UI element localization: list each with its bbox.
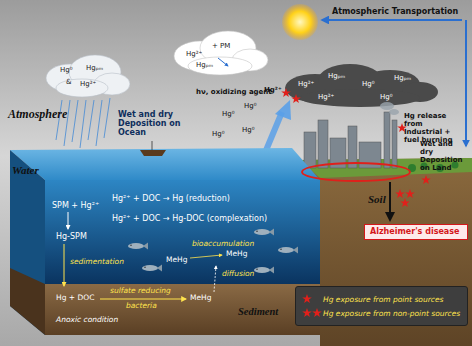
- outcome-box: Alzheimer's disease: [364, 224, 468, 240]
- process-label: Hg release from Industrial + fuel burnin…: [404, 112, 460, 144]
- reaction-label: Hg-SPM: [56, 232, 87, 241]
- process-label: Wet and dry Deposition on Ocean: [118, 110, 198, 138]
- species-label: Hg⁰: [244, 102, 257, 110]
- legend-text: Hg exposure from non-point sources: [323, 309, 460, 318]
- species-label: MeHg: [226, 250, 248, 259]
- reaction-label: Hg²⁺ + DOC → Hg-DOC (complexation): [112, 214, 267, 223]
- species-label: Hgₚₘ: [86, 64, 103, 72]
- region-label: Sediment: [238, 306, 278, 318]
- species-label: Hg²⁺: [318, 93, 334, 101]
- legend-symbol: [301, 293, 323, 305]
- condition-label: Anoxic condition: [56, 316, 118, 325]
- species-label: Hg²⁺: [264, 86, 282, 94]
- species-label: Hg⁰: [60, 66, 73, 74]
- process-label: Atmospheric Transportation: [332, 7, 458, 16]
- process-label: sulfate reducing: [110, 287, 171, 296]
- species-label: + PM: [212, 42, 230, 50]
- species-label: Hg⁰: [242, 126, 255, 134]
- legend-row: Hg exposure from non-point sources: [301, 307, 462, 319]
- species-label: Hgₚₘ: [196, 61, 213, 69]
- reaction-label: Hg + DOC: [56, 294, 94, 303]
- legend-text: Hg exposure from point sources: [323, 295, 443, 304]
- process-label: diffusion: [222, 270, 254, 279]
- species-label: Hg⁰: [380, 93, 393, 101]
- species-label: Hg⁰: [362, 80, 375, 88]
- region-label: Soil: [368, 193, 386, 206]
- species-label: Hg⁰: [212, 130, 225, 138]
- species-label: Hgₚₘ: [394, 74, 411, 82]
- reaction-label: SPM + Hg²⁺: [52, 201, 99, 210]
- process-label: Wet and dry Deposition on Land: [420, 140, 464, 172]
- species-label: Hgₚₘ: [328, 72, 345, 80]
- region-label: Water: [12, 164, 39, 177]
- species-label: Hg²⁺: [80, 80, 96, 88]
- species-label: MeHg: [190, 294, 212, 303]
- species-label: MeHg: [166, 256, 188, 265]
- legend-box: Hg exposure from point sources Hg exposur…: [295, 286, 468, 326]
- reaction-label: Hg²⁺ + DOC → Hg (reduction): [112, 194, 230, 203]
- species-label: &: [66, 78, 71, 86]
- process-label: bacteria: [126, 302, 157, 311]
- legend-symbol: [301, 307, 323, 319]
- species-label: Hg⁰: [222, 110, 235, 118]
- species-label: Hg²⁺: [298, 80, 314, 88]
- process-label: hν, oxidizing agent: [196, 88, 272, 96]
- node-text: Alzheimer's disease: [370, 227, 462, 236]
- process-label: sedimentation: [70, 258, 124, 267]
- species-label: Hg²⁺: [186, 50, 202, 58]
- region-label: Atmosphere: [8, 108, 67, 122]
- process-label: bioaccumulation: [192, 240, 254, 249]
- legend-row: Hg exposure from point sources: [301, 293, 462, 305]
